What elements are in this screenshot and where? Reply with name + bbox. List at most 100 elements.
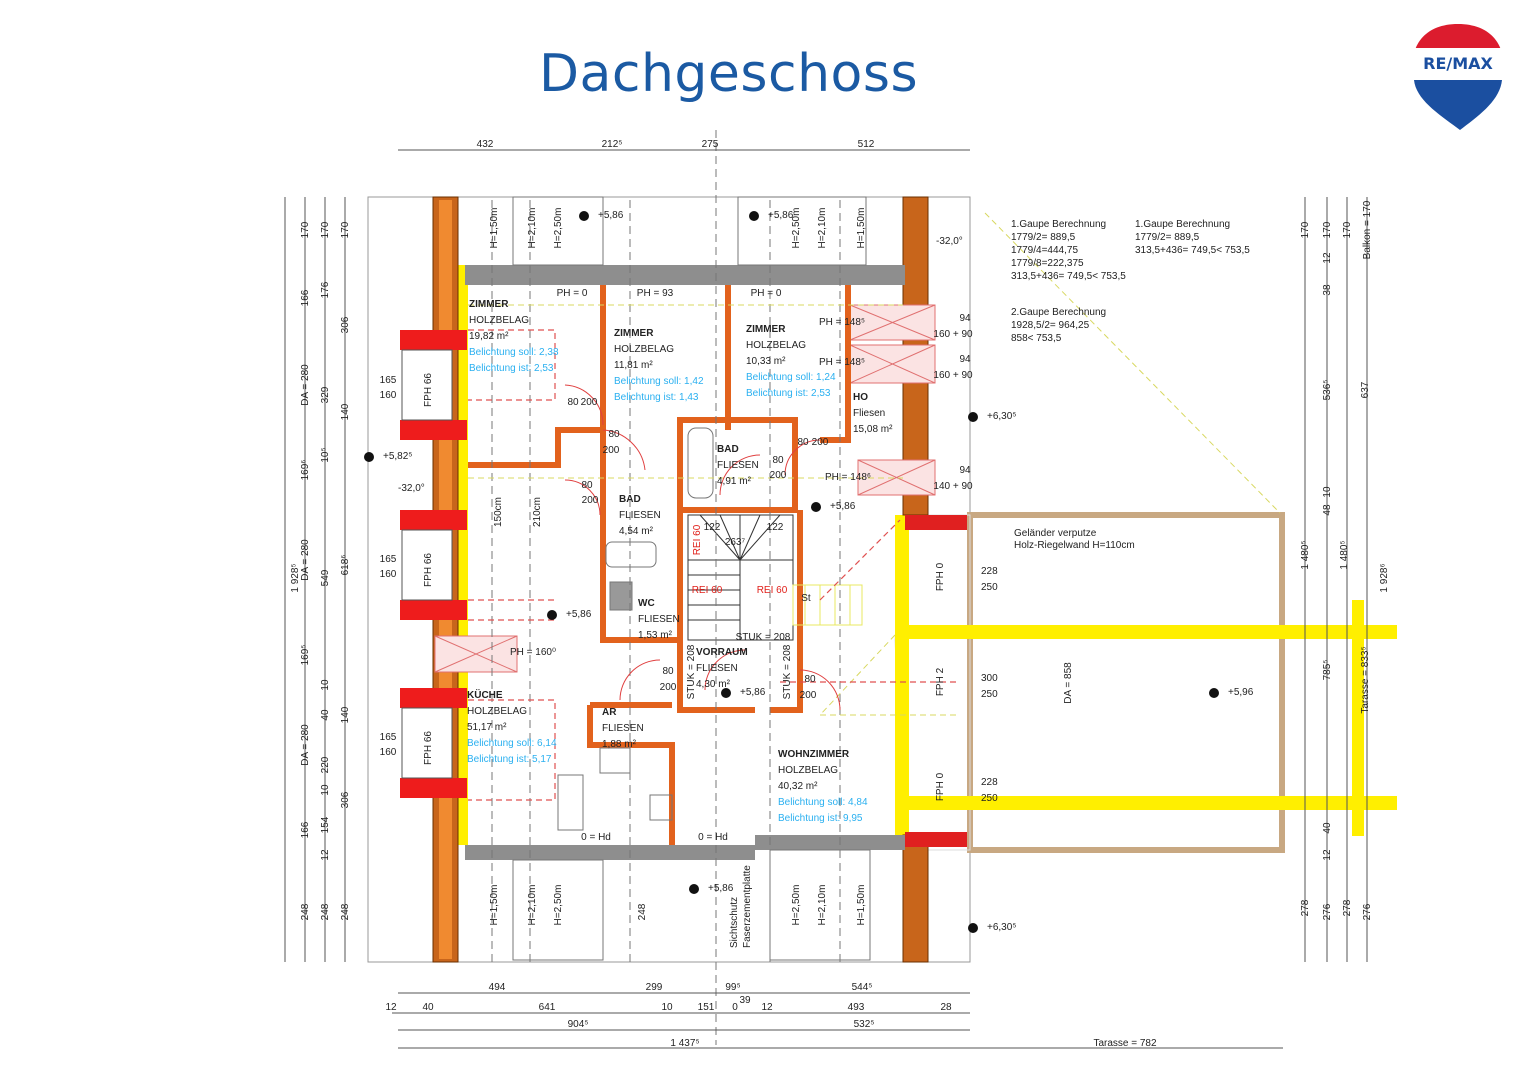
fph-label: FPH 0	[935, 772, 946, 801]
dimension-left: DA = 280	[300, 364, 311, 406]
height-label: H=2,10m	[527, 208, 538, 249]
fph-label: FPH 66	[423, 553, 434, 587]
dimension-left: 166	[300, 289, 311, 306]
dimension-bottom: 12	[385, 1002, 397, 1013]
dimension-bottom: 299	[646, 982, 663, 993]
door-dimension: 250	[981, 582, 998, 593]
room-light-actual: Belichtung ist: 2,53	[746, 388, 831, 399]
dimension-top: 512	[858, 139, 875, 150]
level-label: +6,30⁵	[987, 411, 1016, 422]
door-dimension: 200	[582, 495, 599, 506]
dormers	[400, 196, 871, 961]
terrace-note: Geländer verputze	[1014, 528, 1097, 539]
dimension-left: 12	[320, 849, 331, 861]
room-name: ZIMMER	[469, 299, 509, 310]
dimension-right: 278	[1300, 899, 1311, 916]
dimension-right: 10	[1322, 486, 1333, 498]
dimension-left: 329	[320, 386, 331, 403]
room-light-actual: Belichtung ist: 9,95	[778, 813, 863, 824]
dimension-left: 220	[320, 756, 331, 773]
level-marker-icon	[1209, 688, 1219, 698]
dimension-left: 10⁵	[320, 447, 331, 462]
dimension-left: 10	[320, 679, 331, 691]
dimension-left: 169⁵	[300, 645, 311, 666]
window-dimension: 160 + 90	[933, 370, 973, 381]
dimension-bottom: 544⁵	[852, 982, 873, 993]
level-label: +5,86	[740, 687, 766, 698]
room-area: 40,32 m²	[778, 781, 818, 792]
dimension-bottom: 493	[848, 1002, 865, 1013]
room-floor: HOLZBELAG	[467, 706, 527, 717]
dimension-right: 536⁵	[1322, 380, 1333, 401]
level-label: -32,0°	[936, 236, 963, 247]
room-name: AR	[602, 707, 617, 718]
room-light-target: Belichtung soll: 2,38	[469, 347, 559, 358]
height-label: H=2,10m	[817, 885, 828, 926]
room-floor: HOLZBELAG	[614, 344, 674, 355]
dimension-bottom: 12	[761, 1002, 773, 1013]
level-label: +6,30⁵	[987, 922, 1016, 933]
plan-annotation: 248	[637, 903, 648, 920]
room-floor: HOLZBELAG	[778, 765, 838, 776]
dimension-left: 306	[340, 791, 351, 808]
window-dimension: 160	[380, 569, 397, 580]
window-dimension: 94	[959, 465, 971, 476]
dimension-bottom: 39	[739, 995, 751, 1006]
dimension-left: 248	[340, 903, 351, 920]
dimension-left: 176	[320, 281, 331, 298]
level-marker-icon	[721, 688, 731, 698]
room-name: HO	[853, 392, 868, 403]
dimension-left: 166	[300, 821, 311, 838]
room-light-actual: Belichtung ist: 2,53	[469, 363, 554, 374]
door-dimension: 80	[567, 397, 579, 408]
remax-balloon-logo: RE/MAX	[1413, 24, 1503, 130]
dimension-right: 48	[1322, 504, 1333, 516]
dimension-top: 432	[477, 139, 494, 150]
facade-note: Faserzementplatte	[742, 865, 753, 948]
gaupe-2-calc: 2.Gaupe Berechnung	[1011, 307, 1106, 318]
door-dimension: 250	[981, 793, 998, 804]
level-label: +5,86	[566, 609, 592, 620]
fph-label: FPH 66	[423, 731, 434, 765]
dimension-left: 248	[300, 903, 311, 920]
window-dimension: 160	[380, 390, 397, 401]
room-area: 51,17 m²	[467, 722, 507, 733]
dimension-bottom: 10	[661, 1002, 673, 1013]
level-label: +5,86	[768, 210, 794, 221]
window-dimension: 94	[959, 313, 971, 324]
height-label: H=2,50m	[791, 885, 802, 926]
dimension-right: 170	[1342, 221, 1353, 238]
dimension-bottom: 151	[698, 1002, 715, 1013]
ph-label: PH = 148⁵	[819, 357, 865, 368]
window-dimension: 160 + 90	[933, 329, 973, 340]
level-marker-icon	[689, 884, 699, 894]
level-marker-icon	[968, 923, 978, 933]
dimension-bottom: 28	[940, 1002, 952, 1013]
dimension-right: 38	[1322, 284, 1333, 296]
dimension-bottom: 40	[422, 1002, 434, 1013]
ph-label: PH = 93	[637, 288, 674, 299]
dimension-left: 40	[320, 709, 331, 721]
dimension-right: 276	[1322, 903, 1333, 920]
room-area: 15,08 m²	[853, 424, 893, 435]
dimension-right: 12	[1322, 849, 1333, 861]
ph-label: PH = 0	[557, 288, 588, 299]
window-dimension: 160	[380, 747, 397, 758]
window-dimension: 165	[380, 732, 397, 743]
plan-annotation: STUK = 208	[686, 644, 697, 699]
room-name: ZIMMER	[614, 328, 654, 339]
door-dimension: 80	[662, 666, 674, 677]
fph-label: FPH 0	[935, 562, 946, 591]
door-dimension: 80	[804, 674, 816, 685]
plan-annotation: 263⁷	[725, 537, 746, 548]
gaupe-1-calc-a: 1779/8=222,375	[1011, 258, 1084, 269]
dimension-left: DA = 280	[300, 539, 311, 581]
level-label: -32,0°	[398, 483, 425, 494]
